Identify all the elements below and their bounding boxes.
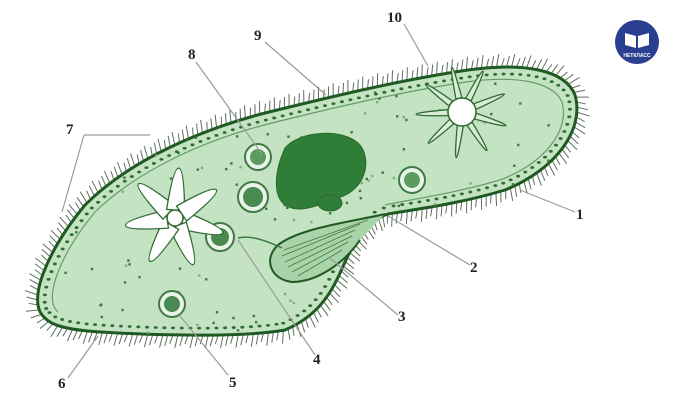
label-6: 6 (58, 376, 66, 392)
label-8: 8 (188, 47, 196, 63)
label-2: 2 (470, 260, 478, 276)
label-4: 4 (313, 352, 321, 368)
label-9: 9 (254, 28, 262, 44)
logo-badge: НЕТКЛАСС (615, 20, 659, 64)
label-5: 5 (229, 375, 237, 391)
badge-text: НЕТКЛАСС (623, 53, 651, 59)
label-10: 10 (387, 10, 402, 26)
label-1: 1 (576, 207, 584, 223)
cytoproct (159, 291, 185, 317)
label-3: 3 (398, 309, 406, 325)
label-7: 7 (66, 122, 74, 138)
micronucleus (318, 195, 342, 211)
